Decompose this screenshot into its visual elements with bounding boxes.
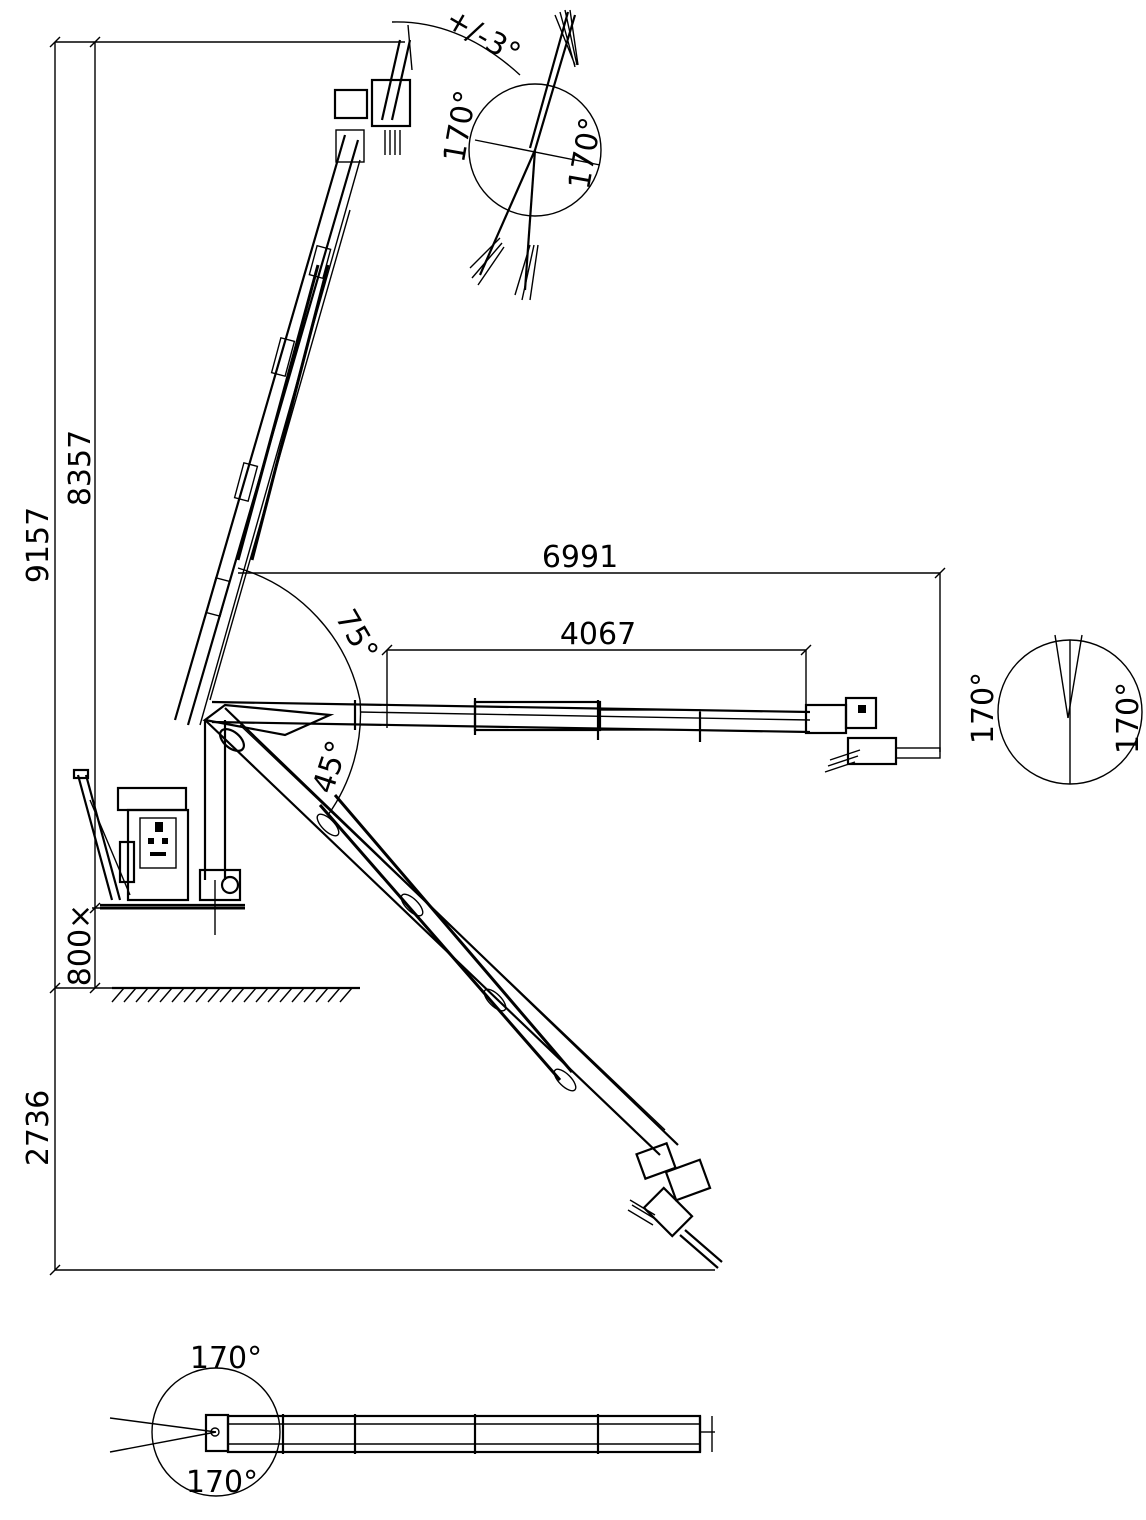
dimension-total-height: 9157 bbox=[21, 507, 56, 583]
rotation-left-topview: 170° bbox=[190, 1341, 262, 1376]
tracked-base-machine bbox=[72, 720, 245, 935]
boom-lower-position bbox=[202, 703, 723, 1269]
angle-tilt: +/-3° bbox=[439, 2, 526, 72]
tilt-indicator bbox=[391, 21, 521, 76]
boom-angle-arc bbox=[237, 567, 362, 816]
dimension-below-ground: 2736 bbox=[21, 1090, 56, 1166]
horizontal-dimension-lines bbox=[238, 567, 946, 752]
boom-upper-position bbox=[173, 39, 412, 726]
rotation-detail-right bbox=[997, 634, 1143, 785]
rotation-right-top: 170° bbox=[562, 115, 609, 192]
rotation-left-top: 170° bbox=[437, 88, 484, 165]
vertical-dimension-lines bbox=[49, 36, 715, 1276]
dimension-outreach-horizontal: 4067 bbox=[560, 617, 636, 652]
rotation-left-right: 170° bbox=[966, 672, 1001, 744]
dimension-base-height: 800× bbox=[63, 904, 98, 986]
top-view-boom bbox=[109, 1367, 715, 1497]
rotation-right-topview: 170° bbox=[186, 1465, 258, 1500]
angle-boom-up: 75° bbox=[328, 603, 385, 667]
ground-line bbox=[111, 986, 360, 1003]
angle-boom-down: 45° bbox=[306, 736, 356, 797]
boom-horizontal-position bbox=[211, 696, 941, 773]
dimension-height-above-ground: 8357 bbox=[63, 430, 98, 506]
rotation-right-right: 170° bbox=[1111, 682, 1146, 754]
dimension-max-outreach: 6991 bbox=[542, 540, 618, 575]
rotation-detail-top bbox=[468, 9, 602, 301]
